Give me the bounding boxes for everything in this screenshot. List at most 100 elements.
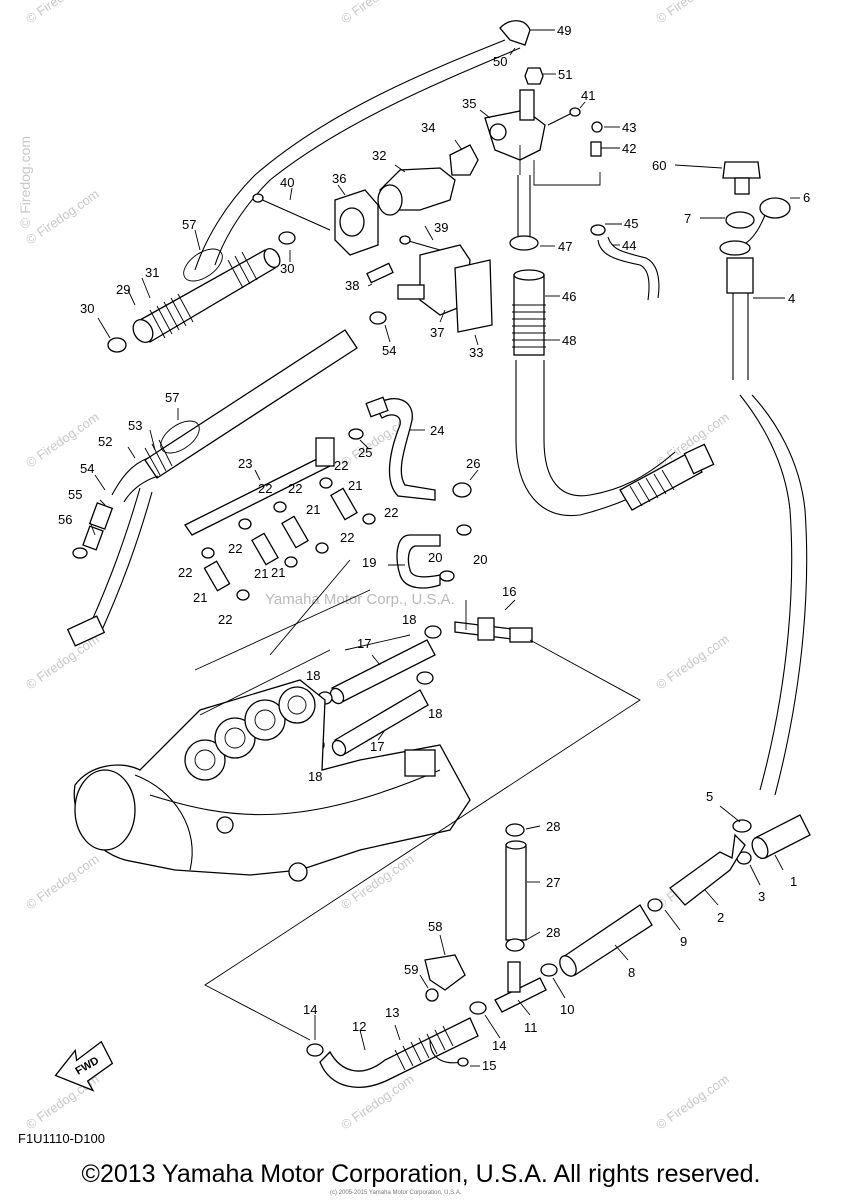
callout-21: 21 [254, 566, 268, 581]
fwd-arrow: FWD [54, 1040, 114, 1092]
callout-36: 36 [332, 171, 346, 186]
callout-27: 27 [546, 875, 560, 890]
callout-45: 45 [624, 216, 638, 231]
callout-7: 7 [684, 211, 691, 226]
callout-6: 6 [803, 190, 810, 205]
callout-22: 22 [384, 505, 398, 520]
callout-22: 22 [218, 612, 232, 627]
callout-46: 46 [562, 289, 576, 304]
callout-26: 26 [466, 456, 480, 471]
reference-lines [194, 145, 641, 1041]
callout-33: 33 [469, 345, 483, 360]
callout-24: 24 [430, 423, 444, 438]
watermark: © Firedog.com [338, 851, 417, 912]
callout-14: 14 [303, 1002, 317, 1017]
callout-18: 18 [402, 612, 416, 627]
callout-37: 37 [430, 325, 444, 340]
callout-41: 41 [581, 88, 595, 103]
callout-28: 28 [546, 925, 560, 940]
engine-block [73, 679, 471, 882]
callout-47: 47 [558, 239, 572, 254]
callout-10: 10 [560, 1002, 574, 1017]
callout-42: 42 [622, 141, 636, 156]
callout-32: 32 [372, 148, 386, 163]
callout-59: 59 [404, 962, 418, 977]
fine-print: (c) 2005-2015 Yamaha Motor Corporation, … [330, 1190, 462, 1196]
callout-54: 54 [382, 343, 396, 358]
mid-parts [184, 428, 472, 601]
callout-19: 19 [362, 555, 376, 570]
callout-18: 18 [308, 769, 322, 784]
watermark: © Firedog.com [653, 0, 732, 26]
leader-lines [89, 29, 800, 1067]
callout-4: 4 [788, 291, 795, 306]
callout-numbers: 49 50 51 41 35 43 42 34 32 60 6 36 40 7 … [58, 23, 810, 1073]
watermark: © Firedog.com [23, 631, 102, 692]
callout-30: 30 [80, 301, 94, 316]
callout-53: 53 [128, 418, 142, 433]
callout-51: 51 [558, 67, 572, 82]
callout-48: 48 [562, 333, 576, 348]
callout-15: 15 [482, 1058, 496, 1073]
callout-14: 14 [492, 1038, 506, 1053]
callout-22: 22 [334, 458, 348, 473]
callout-16: 16 [502, 584, 516, 599]
callout-25: 25 [358, 445, 372, 460]
callout-17: 17 [357, 636, 371, 651]
diagram-code: F1U1110-D100 [18, 1131, 105, 1146]
bottom-parts [306, 814, 811, 1088]
callout-40: 40 [280, 175, 294, 190]
callout-57: 57 [182, 217, 196, 232]
callout-12: 12 [352, 1019, 366, 1034]
callout-57b: 57 [165, 390, 179, 405]
copyright-notice: ©2013 Yamaha Motor Corporation, U.S.A. A… [81, 1160, 761, 1188]
callout-20: 20 [428, 550, 442, 565]
watermark: © Firedog.com [17, 136, 33, 228]
callout-22: 22 [228, 541, 242, 556]
callout-22: 22 [258, 481, 272, 496]
callout-13: 13 [385, 1005, 399, 1020]
watermark: © Firedog.com [653, 1071, 732, 1132]
callout-22: 22 [178, 565, 192, 580]
callout-58: 58 [428, 919, 442, 934]
callout-23: 23 [238, 456, 252, 471]
watermark-center: Yamaha Motor Corp., U.S.A. [265, 591, 455, 608]
hose-routing [66, 39, 808, 796]
watermark: © Firedog.com [23, 0, 102, 26]
callout-1: 1 [790, 874, 797, 889]
callout-21: 21 [306, 502, 320, 517]
callout-29: 29 [116, 282, 130, 297]
top-parts [252, 20, 791, 333]
callout-3: 3 [758, 889, 765, 904]
callout-56: 56 [58, 512, 72, 527]
callout-39: 39 [434, 220, 448, 235]
callout-22: 22 [340, 530, 354, 545]
callout-52: 52 [98, 434, 112, 449]
callout-21: 21 [271, 565, 285, 580]
watermark: © Firedog.com [23, 186, 102, 247]
callout-20b: 20 [473, 552, 487, 567]
callout-5: 5 [706, 789, 713, 804]
watermark: © Firedog.com [23, 1071, 102, 1132]
callout-11: 11 [524, 1020, 538, 1035]
callout-21: 21 [348, 478, 362, 493]
callout-31: 31 [145, 265, 159, 280]
callout-43: 43 [622, 120, 636, 135]
callout-22: 22 [288, 481, 302, 496]
callout-35: 35 [462, 96, 476, 111]
callout-60: 60 [652, 158, 666, 173]
callout-55: 55 [68, 487, 82, 502]
callout-28: 28 [546, 819, 560, 834]
callout-54b: 54 [80, 461, 94, 476]
watermark: © Firedog.com [338, 0, 417, 26]
callout-17: 17 [370, 739, 384, 754]
callout-18: 18 [428, 706, 442, 721]
watermark: © Firedog.com [23, 851, 102, 912]
callout-18: 18 [306, 668, 320, 683]
callout-34: 34 [421, 120, 435, 135]
callout-44: 44 [622, 238, 636, 253]
callout-38: 38 [345, 278, 359, 293]
callout-8: 8 [628, 965, 635, 980]
callout-9: 9 [680, 934, 687, 949]
